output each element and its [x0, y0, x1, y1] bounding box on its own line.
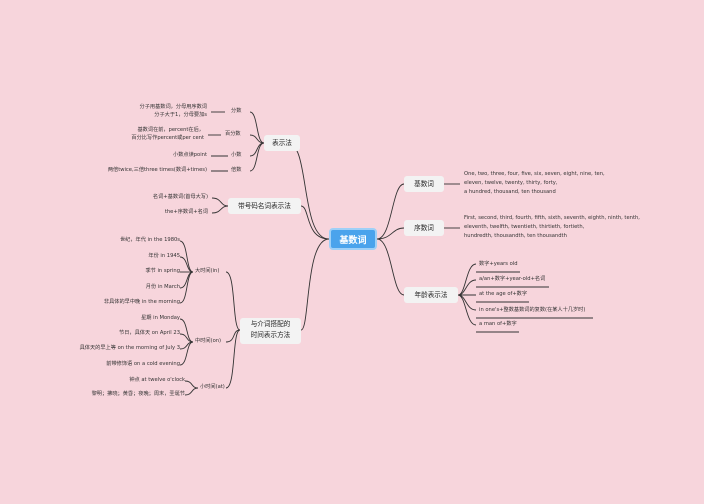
percent-line-1: 基数词在前，percent在后， [137, 127, 204, 133]
node-age[interactable]: 年龄表示法 [404, 287, 458, 303]
big-time-item-4: 月份 in March [145, 284, 180, 290]
percent-label[interactable]: 百分数 [225, 131, 241, 137]
numbering-item-2: the+序数词+名词 [164, 209, 208, 215]
big-time-item-3: 季节 in spring [145, 268, 180, 274]
fraction-label[interactable]: 分数 [231, 108, 242, 114]
age-item-4: in one's+整数基数词的复数(在某人十几岁时) [479, 307, 586, 313]
mid-time-item-2: 节日，具体天 on April 23 [119, 330, 180, 336]
fraction-line-2: 分子大于1，分母要加s [154, 112, 207, 118]
big-time-item-5: 非具体的早中晚 in the morning [103, 299, 180, 305]
age-item-1: 数字+years old [479, 261, 518, 267]
age-item-2: a/an+数字+year-old+名词 [479, 276, 546, 282]
mid-time-label[interactable]: 中时间(on) [195, 338, 222, 344]
central-topic[interactable]: 基数词 [329, 228, 377, 250]
mid-time-item-3: 具体天的早上等 on the morning of July 3 [79, 345, 180, 351]
small-time-item-1: 钟点 at twelve o'clock [129, 377, 185, 383]
multiple-line-1: 两倍twice,三倍three times(数词+times) [107, 167, 207, 173]
small-time-label[interactable]: 小时间(at) [200, 384, 225, 390]
decimal-label[interactable]: 小数 [231, 152, 242, 158]
cardinal-line-3: a hundred, thousand, ten thousand [464, 189, 556, 195]
cardinal-line-1: One, two, three, four, five, six, seven,… [464, 171, 605, 177]
node-expression[interactable]: 表示法 [264, 135, 300, 151]
big-time-label[interactable]: 大时间(in) [195, 268, 220, 274]
numbering-item-1: 名词+基数词(首母大写) [152, 194, 208, 200]
decimal-line-1: 小数点读point [173, 152, 207, 158]
cardinal-line-2: eleven, twelve, twenty, thirty, forty, [464, 180, 558, 186]
ordinal-line-1: First, second, third, fourth, fifth, six… [464, 215, 640, 221]
age-item-5: a man of+数字 [479, 321, 517, 327]
node-prepositions[interactable]: 与介词搭配的 时间表示方法 [240, 318, 301, 344]
age-item-3: at the age of+数字 [479, 291, 528, 297]
node-numbering[interactable]: 带号码名词表示法 [228, 198, 301, 214]
node-ordinal[interactable]: 序数词 [404, 220, 444, 236]
fraction-line-1: 分子用基数词，分母用序数词 [139, 104, 207, 110]
ordinal-line-2: eleventh, twelfth, twentieth, thirtieth,… [464, 224, 585, 230]
big-time-item-1: 世纪，年代 in the 1980s [119, 237, 180, 243]
mid-time-item-4: 前带修饰语 on a cold evening [106, 361, 180, 367]
big-time-item-2: 年份 in 1945 [148, 253, 180, 259]
mid-time-item-1: 星期 in Monday [141, 315, 180, 321]
prepositions-label-line-2: 时间表示方法 [250, 331, 291, 339]
percent-line-2: 百分比写作percent或per cent [131, 135, 204, 141]
prepositions-label-line-1: 与介词搭配的 [250, 320, 291, 328]
node-cardinal[interactable]: 基数词 [404, 176, 444, 192]
multiple-label[interactable]: 倍数 [231, 167, 242, 173]
ordinal-line-3: hundredth, thousandth, ten thousandth [464, 233, 567, 239]
small-time-item-2: 黎明；拂晓；黄昏；夜晚；周末，圣诞节 [91, 391, 185, 397]
